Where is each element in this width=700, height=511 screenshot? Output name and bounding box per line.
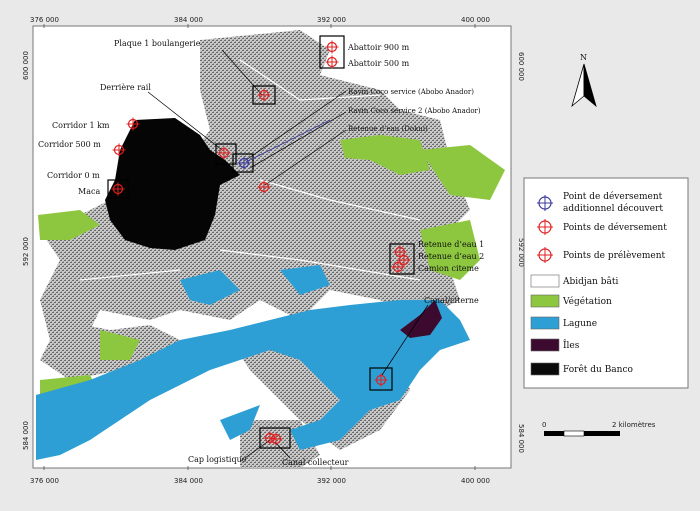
label-retenue-1: Retenue d’eau 1 <box>418 240 484 249</box>
lagoon-area <box>36 265 470 460</box>
coord-x-bottom: 400 000 <box>461 477 490 485</box>
coord-x-top: 400 000 <box>461 16 490 24</box>
red-target-icon <box>126 117 140 131</box>
coord-x-top: 384 000 <box>174 16 203 24</box>
red-target-icon <box>374 373 388 387</box>
label-maca: Maca <box>78 187 100 196</box>
scale-segment <box>544 431 564 436</box>
red-target-icon <box>263 431 277 445</box>
roads <box>79 59 421 281</box>
red-target-icon <box>391 260 405 274</box>
label-corridor-0m: Corridor 0 m <box>47 171 100 180</box>
blue-box <box>530 316 560 330</box>
grid-ticks <box>43 24 476 470</box>
red-target-icon <box>257 88 271 102</box>
legend-item-label: Lagune <box>563 319 597 329</box>
red-circle-target-icon <box>537 247 553 263</box>
legend-item-label: Végétation <box>562 296 612 307</box>
coordinate-labels: 376 000 384 000 392 000 400 000 376 000 … <box>22 16 525 485</box>
label-corridor-1km: Corridor 1 km <box>52 121 110 130</box>
north-arrow-icon <box>583 63 597 108</box>
label-canal-collecteur: Canal collecteur <box>282 458 349 467</box>
label-abattoir-900: Abattoir 900 m <box>347 43 410 52</box>
label-cap-logistique: Cap logistique <box>188 455 247 464</box>
red-target-icon <box>397 253 411 267</box>
callout-lines <box>147 49 429 459</box>
coord-y-right: 592 000 <box>517 238 525 267</box>
red-target-icon <box>111 182 125 196</box>
island-area <box>400 300 442 338</box>
label-corridor-500m: Corridor 500 m <box>38 140 101 149</box>
label-canal-citerne: Canal/citerne <box>424 296 479 305</box>
red-target-icon <box>269 432 283 446</box>
red-target-icon <box>112 143 126 157</box>
coord-x-bottom: 384 000 <box>174 477 203 485</box>
coord-y-right: 584 000 <box>517 424 525 453</box>
white-box <box>530 274 560 288</box>
label-abattoir-500: Abattoir 500 m <box>347 59 410 68</box>
coord-x-bottom: 392 000 <box>317 477 346 485</box>
coord-x-top: 376 000 <box>30 16 59 24</box>
purple-box <box>530 338 560 352</box>
banco-forest-area <box>105 118 240 250</box>
coord-y-right: 600 000 <box>517 52 525 81</box>
north-arrow-icon <box>571 63 585 108</box>
label-retenue-dokui: Retenue d’eau (Dokui) <box>348 125 428 133</box>
label-retenue-2: Retenue d’eau 2 <box>418 252 484 261</box>
scale-start-label: 0 <box>542 421 546 429</box>
legend-item-label: Îles <box>563 339 580 351</box>
blue-callout-line <box>245 119 331 163</box>
red-target-icon <box>537 219 553 235</box>
legend-item-label: Forêt du Banco <box>563 364 633 375</box>
label-ravin-coco-2: Ravin Coco service 2 (Abobo Anador) <box>348 107 481 115</box>
coord-x-top: 392 000 <box>317 16 346 24</box>
red-target-icon <box>325 40 339 54</box>
blue-target-icon <box>237 156 251 170</box>
green-box <box>530 294 560 308</box>
legend-item-label: Points de déversement <box>563 222 667 233</box>
map-labels: Plaque 1 boulangerie Abattoir 900 m Abat… <box>38 39 484 467</box>
red-target-icon <box>257 180 271 194</box>
scale-bar: 0 2 kilomètres <box>542 421 656 437</box>
scale-segment <box>584 431 620 436</box>
coord-x-bottom: 376 000 <box>30 477 59 485</box>
red-target-icon <box>217 146 231 160</box>
label-ravin-coco-1: Ravin Coco service (Abobo Anador) <box>348 88 474 96</box>
red-target-icon <box>325 55 339 69</box>
coord-y-left: 592 000 <box>22 237 30 266</box>
label-plaque-boulangerie: Plaque 1 boulangerie <box>114 39 201 48</box>
blue-target-icon <box>537 195 553 211</box>
north-label: N <box>580 53 587 62</box>
scale-segment <box>563 430 585 437</box>
legend-item-label: Points de prélèvement <box>563 250 665 261</box>
red-target-icon <box>393 245 407 259</box>
coord-y-left: 600 000 <box>22 51 30 80</box>
black-box <box>530 362 560 376</box>
legend-item-label: Abidjan bâti <box>562 276 618 287</box>
label-camion-citerne: Camion citeme <box>418 264 479 273</box>
coord-y-left: 584 000 <box>22 421 30 450</box>
north-arrow: N <box>571 53 597 108</box>
scale-end-label: 2 kilomètres <box>612 421 656 429</box>
label-derriere-rail: Derrière rail <box>100 83 151 92</box>
sample-markers <box>111 40 411 446</box>
